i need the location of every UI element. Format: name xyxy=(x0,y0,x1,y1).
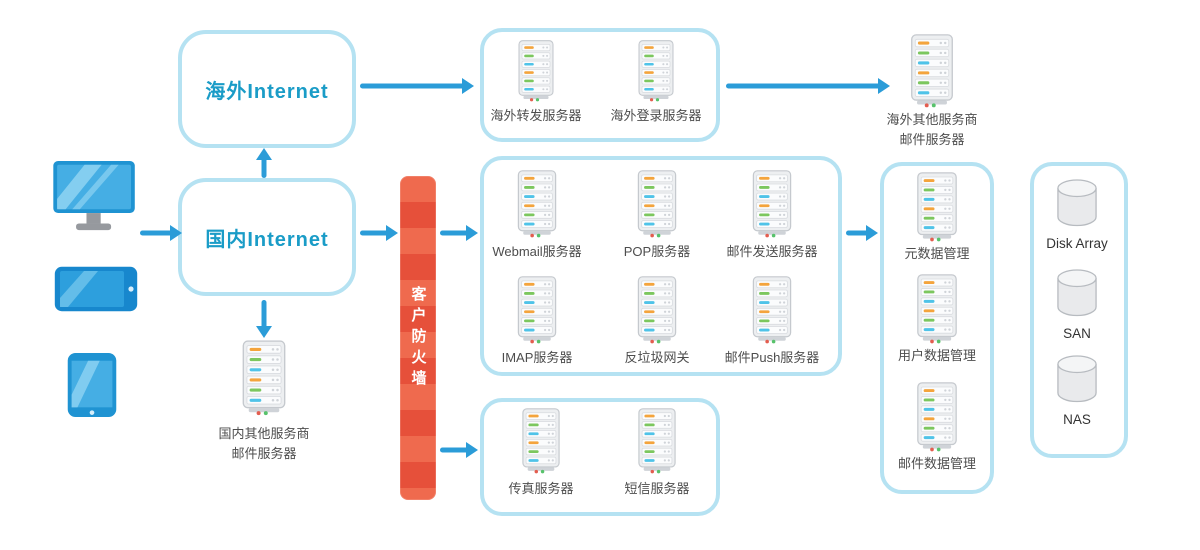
nas-label: NAS xyxy=(1063,412,1091,427)
antispam-gateway-label: 反垃圾网关 xyxy=(624,350,690,365)
arrow-domestic-to-firewall xyxy=(360,224,398,242)
server-icon xyxy=(511,170,563,238)
customer-firewall-bar: 客户防火墙 xyxy=(400,176,436,500)
server-icon xyxy=(746,170,798,238)
arrow-domestic-to-provider xyxy=(255,300,273,338)
server-icon xyxy=(912,274,962,344)
overseas-internet-box: 海外Internet xyxy=(178,30,356,148)
arrow-core-to-data xyxy=(846,224,878,242)
domestic-other-provider-label: 国内其他服务商 邮件服务器 xyxy=(218,426,310,461)
server-icon xyxy=(237,340,291,416)
disk-cylinder-icon xyxy=(1051,268,1103,318)
server-icon xyxy=(912,172,962,242)
arrow-clients-to-domestic xyxy=(140,224,182,242)
server-icon xyxy=(633,408,681,474)
disk-array-label: Disk Array xyxy=(1046,236,1108,251)
domestic-internet-box: 国内Internet xyxy=(178,178,356,296)
server-icon xyxy=(633,40,679,102)
server-icon xyxy=(631,276,683,344)
arrow-domestic-to-overseas xyxy=(255,148,273,178)
overseas-other-provider-label: 海外其他服务商 邮件服务器 xyxy=(886,112,978,147)
messaging-servers-group xyxy=(480,398,720,516)
overseas-login-server-label: 海外登录服务器 xyxy=(610,108,702,123)
fax-server-label: 传真服务器 xyxy=(508,481,574,496)
san-label: SAN xyxy=(1063,326,1091,341)
webmail-server-label: Webmail服务器 xyxy=(492,244,582,259)
server-icon xyxy=(746,276,798,344)
domestic-internet-label: 国内Internet xyxy=(205,228,329,251)
mail-push-server-label: 邮件Push服务器 xyxy=(724,350,820,365)
arrow-group-to-overseas-provider xyxy=(726,77,890,95)
server-icon xyxy=(517,408,565,474)
pop-server-label: POP服务器 xyxy=(623,244,691,259)
overseas-internet-label: 海外Internet xyxy=(205,80,329,103)
metadata-mgmt-label: 元数据管理 xyxy=(904,246,970,261)
arrow-firewall-to-messaging xyxy=(440,441,478,459)
sms-server-label: 短信服务器 xyxy=(624,481,690,496)
firewall-label: 客户防火墙 xyxy=(409,285,427,391)
arrow-overseas-to-group xyxy=(360,77,474,95)
server-icon xyxy=(513,40,559,102)
mail-data-mgmt-label: 邮件数据管理 xyxy=(897,456,976,471)
disk-cylinder-icon xyxy=(1051,354,1103,404)
desktop-monitor-icon xyxy=(52,160,138,232)
arrow-firewall-to-core xyxy=(440,224,478,242)
server-icon xyxy=(631,170,683,238)
mail-send-server-label: 邮件发送服务器 xyxy=(726,244,818,259)
tablet-icon xyxy=(54,266,138,312)
user-data-mgmt-label: 用户数据管理 xyxy=(897,348,976,363)
overseas-forward-server-label: 海外转发服务器 xyxy=(490,108,582,123)
disk-cylinder-icon xyxy=(1051,178,1103,228)
server-icon xyxy=(511,276,563,344)
server-icon xyxy=(912,382,962,452)
imap-server-label: IMAP服务器 xyxy=(501,350,573,365)
server-icon xyxy=(905,34,959,108)
smartphone-icon xyxy=(66,352,118,418)
